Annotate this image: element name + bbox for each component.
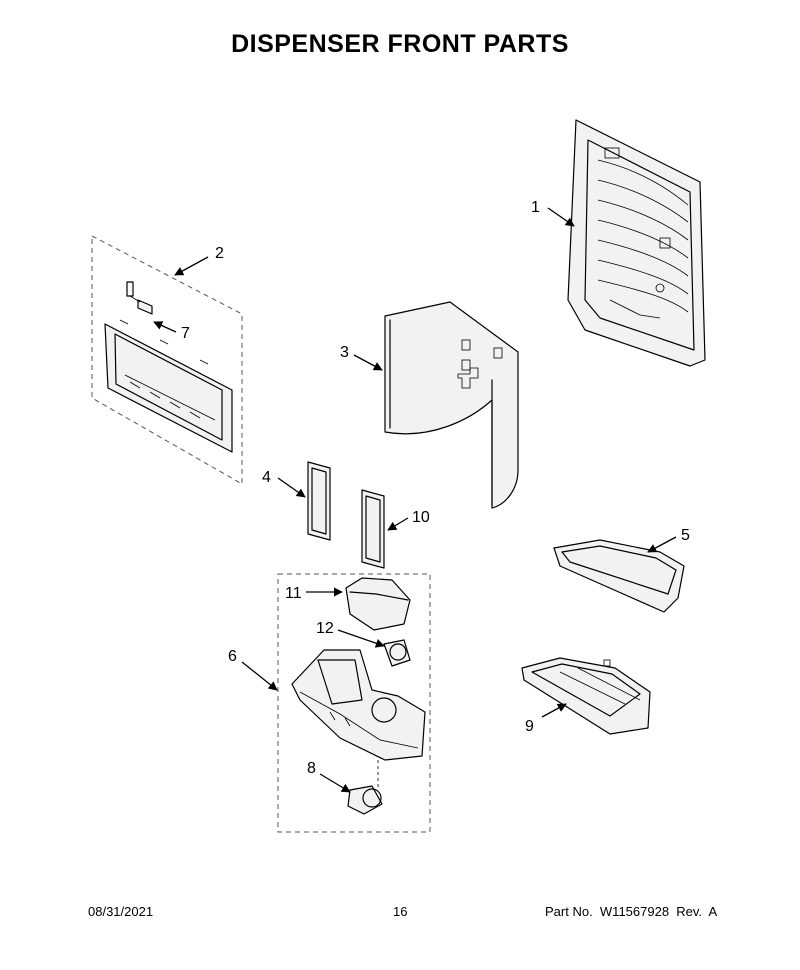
part-2-bezel-assembly xyxy=(91,235,243,485)
callout-6: 6 xyxy=(228,648,237,665)
leader-4 xyxy=(277,477,306,498)
callout-12: 12 xyxy=(316,620,334,637)
leader-9 xyxy=(541,703,567,718)
leader-8 xyxy=(319,773,351,793)
part-7-switch xyxy=(126,281,153,315)
callout-4: 4 xyxy=(262,469,271,486)
callout-10: 10 xyxy=(412,509,430,526)
part-4-pad xyxy=(307,461,331,541)
footer-date: 08/31/2021 xyxy=(88,904,154,919)
callout-3: 3 xyxy=(340,344,349,361)
leader-2 xyxy=(174,256,209,276)
leader-5 xyxy=(647,536,677,553)
part-12-solenoid xyxy=(383,639,411,667)
part-6-dispenser-assembly xyxy=(277,573,431,833)
callout-11: 11 xyxy=(285,585,302,602)
leader-6 xyxy=(241,661,278,691)
part-9-grille xyxy=(521,657,651,735)
callout-7: 7 xyxy=(181,325,190,342)
part-5-drip-tray xyxy=(553,539,685,613)
part-10-pad xyxy=(361,489,385,569)
footer-page-number: 16 xyxy=(393,904,408,919)
page-title: DISPENSER FRONT PARTS xyxy=(231,30,569,58)
leader-arrows xyxy=(153,207,677,793)
part-8-motor xyxy=(347,785,383,815)
part-1-dispenser-housing xyxy=(567,119,706,367)
callout-5: 5 xyxy=(681,527,690,544)
leader-3 xyxy=(353,354,383,371)
footer-part-number: Part No. W11567928 Rev. A xyxy=(545,904,718,919)
leader-1 xyxy=(547,207,575,227)
callout-labels: 1 2 7 3 4 10 5 11 12 6 9 8 xyxy=(181,199,690,777)
part-11-chute xyxy=(345,577,411,631)
leader-10 xyxy=(387,517,409,531)
callout-1: 1 xyxy=(531,199,540,216)
callout-2: 2 xyxy=(215,245,224,262)
callout-8: 8 xyxy=(307,760,316,777)
part-3-panel xyxy=(384,301,519,509)
leader-7 xyxy=(153,321,177,333)
callout-9: 9 xyxy=(525,718,534,735)
leader-12 xyxy=(337,629,385,648)
